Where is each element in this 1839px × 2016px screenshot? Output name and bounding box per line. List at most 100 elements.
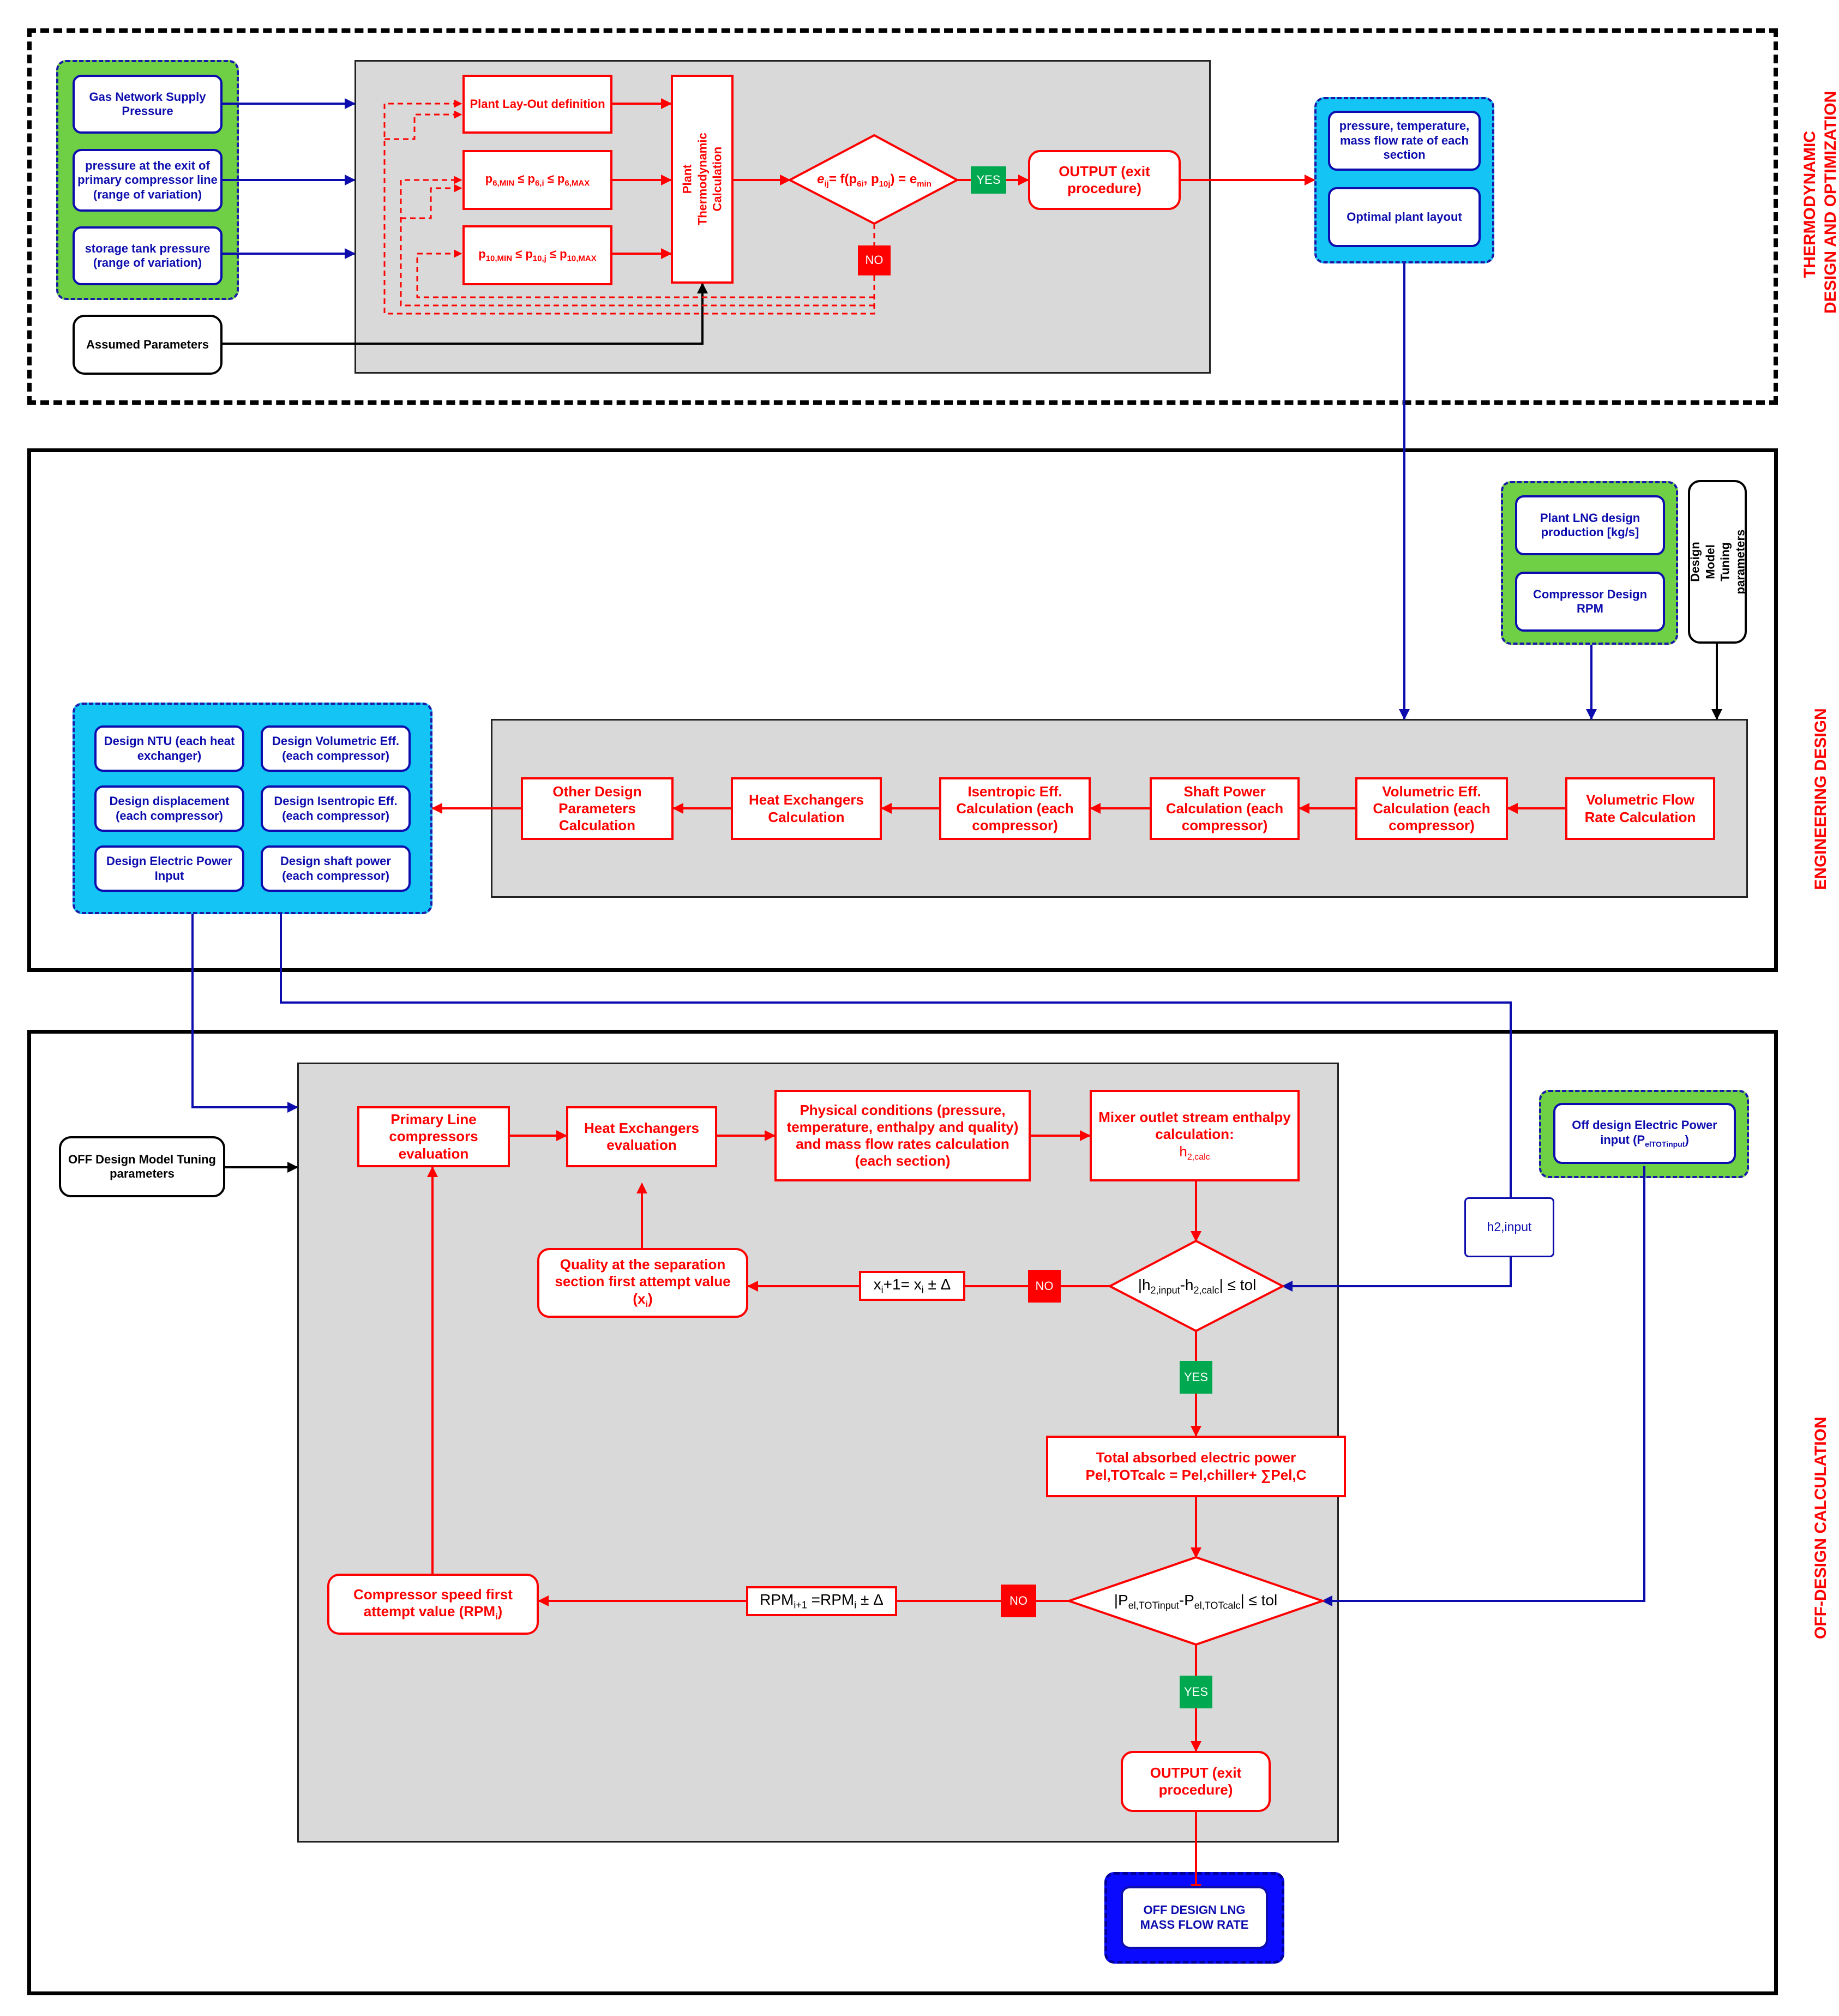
plant-layout-definition-text: Plant Lay-Out definition	[470, 97, 605, 111]
plant-lng-production-box: Plant LNG design production [kg/s]	[1515, 495, 1665, 555]
power-condition-text: |Pel,TOTinput-Pel,TOTcalc| ≤ tol	[1114, 1591, 1278, 1611]
power-decision-diamond	[1065, 1556, 1326, 1646]
x-update-text: xi+1= xi ± Δ	[873, 1276, 951, 1295]
thermo-output-box: OUTPUT (exit procedure)	[1028, 150, 1181, 210]
p10-range-text: p10,MIN ≤ p10,j ≤ p10,MAX	[478, 247, 597, 263]
gas-network-pressure-text: Gas Network Supply Pressure	[89, 89, 206, 118]
plant-thermo-calc-text: Plant Thermodynamic Calculation	[680, 133, 724, 226]
heat-exchangers-eval-box: Heat Exchangers evaluation	[566, 1106, 717, 1167]
design-volumetric-eff-text: Design Volumetric Eff. (each compressor)	[272, 734, 400, 763]
plant-layout-definition-box: Plant Lay-Out definition	[462, 75, 612, 134]
thermo-yes-tag: YES	[971, 166, 1006, 194]
design-volumetric-eff-box: Design Volumetric Eff. (each compressor)	[261, 725, 411, 772]
design-tuning-params-text: Design Model Tuning parameters	[1688, 529, 1747, 595]
enthalpy-yes-tag: YES	[1180, 1361, 1212, 1394]
volumetric-flow-rate-text: Volumetric Flow Rate Calculation	[1584, 791, 1696, 825]
other-design-params-text: Other Design Parameters Calculation	[552, 783, 642, 834]
offdesign-electric-power-text: Off design Electric Power input (PelTOTi…	[1572, 1118, 1717, 1148]
section-conditions-text: pressure, temperature, mass flow rate of…	[1339, 119, 1470, 162]
enthalpy-decision-diamond	[1107, 1239, 1285, 1333]
primary-line-compressors-text: Primary Line compressors evaluation	[389, 1111, 478, 1162]
thermo-decision-diamond	[787, 134, 960, 225]
assumed-parameters-box: Assumed Parameters	[73, 315, 223, 375]
design-displacement-box: Design displacement (each compressor)	[94, 785, 244, 832]
power-yes-text: YES	[1183, 1684, 1209, 1699]
thermo-output-text: OUTPUT (exit procedure)	[1059, 163, 1150, 196]
gas-network-pressure-box: Gas Network Supply Pressure	[73, 75, 223, 134]
section-conditions-box: pressure, temperature, mass flow rate of…	[1328, 111, 1481, 171]
quality-symbol: (xi)	[633, 1290, 653, 1309]
mixer-enthalpy-text: Mixer outlet stream enthalpy calculation…	[1098, 1109, 1291, 1143]
h2-input-text: h2,input	[1487, 1220, 1532, 1234]
heat-exchangers-calc-text: Heat Exchangers Calculation	[749, 791, 864, 825]
thermo-condition-text: eij= f(p6i, p10j) = emin	[817, 171, 931, 189]
compressor-speed-box: Compressor speed first attempt value (RP…	[327, 1574, 539, 1635]
assumed-parameters-text: Assumed Parameters	[86, 337, 209, 351]
other-design-params-box: Other Design Parameters Calculation	[521, 777, 674, 840]
offdesign-output-box: OUTPUT (exit procedure)	[1121, 1751, 1271, 1812]
shaft-power-calc-text: Shaft Power Calculation (each compressor…	[1165, 783, 1284, 834]
design-shaft-power-box: Design shaft power (each compressor)	[261, 845, 411, 892]
shaft-power-calc-box: Shaft Power Calculation (each compressor…	[1150, 777, 1300, 840]
mixer-enthalpy-box: Mixer outlet stream enthalpy calculation…	[1090, 1090, 1300, 1181]
h2-input-box: h2,input	[1464, 1197, 1554, 1257]
design-isentropic-eff-box: Design Isentropic Eff. (each compressor)	[261, 785, 411, 832]
plant-lng-production-text: Plant LNG design production [kg/s]	[1540, 511, 1640, 539]
offdesign-lng-flow-text: OFF DESIGN LNG MASS FLOW RATE	[1140, 1903, 1249, 1931]
design-shaft-power-text: Design shaft power (each compressor)	[280, 854, 391, 883]
primary-compressor-pressure-text: pressure at the exit of primary compress…	[77, 158, 218, 201]
heat-exchangers-calc-box: Heat Exchangers Calculation	[731, 777, 882, 840]
primary-line-compressors-box: Primary Line compressors evaluation	[357, 1106, 510, 1167]
optimal-plant-layout-text: Optimal plant layout	[1347, 209, 1462, 224]
p10-range-box: p10,MIN ≤ p10,j ≤ p10,MAX	[462, 225, 612, 285]
compressor-design-rpm-box: Compressor Design RPM	[1515, 572, 1665, 632]
optimal-plant-layout-box: Optimal plant layout	[1328, 187, 1481, 247]
power-no-text: NO	[1009, 1593, 1027, 1607]
physical-conditions-box: Physical conditions (pressure, temperatu…	[774, 1090, 1031, 1181]
isentropic-eff-calc-text: Isentropic Eff. Calculation (each compre…	[956, 783, 1074, 834]
thermo-no-text: NO	[865, 253, 884, 267]
isentropic-eff-calc-box: Isentropic Eff. Calculation (each compre…	[939, 777, 1091, 840]
engineering-section-frame	[27, 448, 1778, 972]
design-electric-power-text: Design Electric Power Input	[106, 854, 233, 883]
quality-first-attempt-box: Quality at the separation section first …	[537, 1248, 748, 1318]
volumetric-flow-rate-box: Volumetric Flow Rate Calculation	[1565, 777, 1715, 840]
physical-conditions-text: Physical conditions (pressure, temperatu…	[786, 1101, 1019, 1169]
enthalpy-no-text: NO	[1035, 1279, 1054, 1293]
offdesign-tuning-params-box: OFF Design Model Tuning parameters	[59, 1136, 225, 1197]
rpm-update-box: RPMi+1 =RPMi ± Δ	[746, 1586, 897, 1616]
storage-tank-pressure-text: storage tank pressure (range of variatio…	[85, 241, 211, 269]
mixer-enthalpy-symbol: h2,calc	[1179, 1143, 1210, 1162]
enthalpy-condition-text: |h2,input-h2,calc| ≤ tol	[1138, 1276, 1257, 1296]
enthalpy-yes-text: YES	[1183, 1370, 1209, 1384]
design-displacement-text: Design displacement (each compressor)	[109, 794, 230, 823]
power-no-tag: NO	[1001, 1585, 1036, 1617]
compressor-speed-text: Compressor speed first attempt value (RP…	[353, 1586, 513, 1622]
thermo-no-tag: NO	[858, 245, 891, 275]
heat-exchangers-eval-text: Heat Exchangers evaluation	[584, 1119, 699, 1153]
offdesign-section-frame	[27, 1030, 1778, 1995]
thermo-yes-text: YES	[976, 172, 1001, 187]
total-power-text: Total absorbed electric power	[1096, 1449, 1296, 1466]
primary-compressor-pressure-box: pressure at the exit of primary compress…	[73, 149, 223, 212]
design-ntu-box: Design NTU (each heat exchanger)	[94, 725, 244, 772]
offdesign-electric-power-box: Off design Electric Power input (PelTOTi…	[1553, 1103, 1736, 1164]
design-tuning-params-box: Design Model Tuning parameters	[1688, 480, 1747, 644]
design-ntu-text: Design NTU (each heat exchanger)	[104, 734, 235, 763]
plant-thermo-calc-box: Plant Thermodynamic Calculation	[671, 75, 734, 284]
offdesign-tuning-params-text: OFF Design Model Tuning parameters	[68, 1152, 216, 1180]
design-isentropic-eff-text: Design Isentropic Eff. (each compressor)	[274, 794, 398, 823]
x-update-box: xi+1= xi ± Δ	[859, 1271, 965, 1301]
p6-range-text: p6,MIN ≤ p6,i ≤ p6,MAX	[485, 171, 590, 188]
offdesign-lng-flow-box: OFF DESIGN LNG MASS FLOW RATE	[1121, 1886, 1268, 1949]
thermo-section-frame	[27, 28, 1778, 405]
p6-range-box: p6,MIN ≤ p6,i ≤ p6,MAX	[462, 150, 612, 210]
rpm-update-text: RPMi+1 =RPMi ± Δ	[760, 1591, 884, 1611]
quality-first-attempt-text: Quality at the separation section first …	[555, 1256, 731, 1290]
storage-tank-pressure-box: storage tank pressure (range of variatio…	[73, 226, 223, 285]
volumetric-eff-calc-text: Volumetric Eff. Calculation (each compre…	[1373, 783, 1491, 834]
power-yes-tag: YES	[1180, 1676, 1212, 1708]
total-power-box: Total absorbed electric power Pel,TOTcal…	[1046, 1436, 1346, 1497]
